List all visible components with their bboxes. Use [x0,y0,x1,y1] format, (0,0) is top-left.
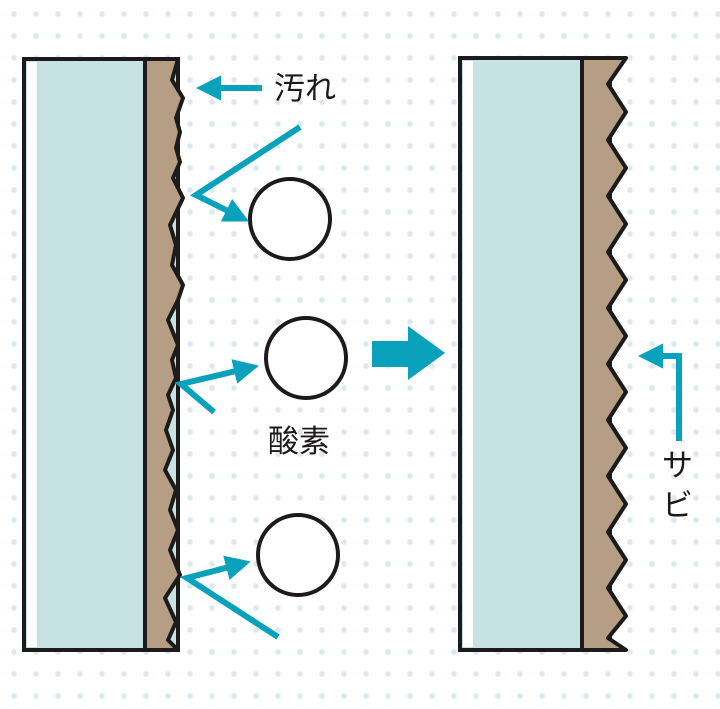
left-plate-highlight [27,62,37,647]
oxygen-molecule-top [250,179,330,259]
transition-arrow [372,326,445,380]
right-plate-highlight [463,61,473,647]
rust-pointer-arrow [648,356,679,441]
oxygen-path-arrow-middle [181,368,249,412]
rust-layer [582,58,626,650]
oxygen-label: 酸素 [268,424,330,460]
right-metal-plate [460,58,626,650]
oxygen-molecule-middle [266,318,346,398]
oxygen-molecule-bottom [258,515,338,595]
rust-label: サビ [662,448,693,524]
left-metal-plate [24,59,183,650]
dirt-label: 汚れ [274,71,336,107]
